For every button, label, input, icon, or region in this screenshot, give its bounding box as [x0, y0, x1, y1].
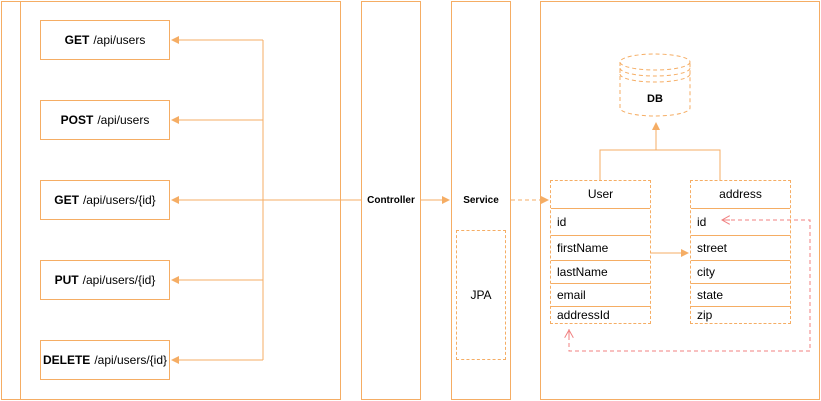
- endpoint-path: /api/users/{id}: [94, 353, 168, 367]
- user-entity-title: User: [587, 187, 614, 201]
- address-field-id: id: [691, 208, 790, 235]
- endpoint-delete-user-by-id: DELETE/api/users/{id}: [40, 340, 170, 380]
- endpoint-method: POST: [60, 113, 94, 127]
- service-label: Service: [452, 195, 510, 206]
- endpoint-method: GET: [54, 193, 79, 207]
- endpoint-path: /api/users/{id}: [82, 193, 156, 207]
- endpoint-path: /api/users/{id}: [82, 273, 156, 287]
- db-label: DB: [647, 93, 663, 105]
- user-field-lastname: lastName: [551, 260, 650, 283]
- db-cylinder-icon: [619, 53, 691, 117]
- endpoint-method: PUT: [54, 273, 79, 287]
- endpoint-post-users: POST/api/users: [40, 100, 170, 140]
- user-field-firstname: firstName: [551, 235, 650, 260]
- controller-panel: [361, 1, 421, 400]
- address-field-city: city: [691, 260, 790, 283]
- user-field-email: email: [551, 283, 650, 306]
- user-field-addressid: addressId: [551, 306, 650, 323]
- jpa-box: JPA: [456, 230, 506, 360]
- address-field-state: state: [691, 283, 790, 306]
- user-entity: User id firstName lastName email address…: [550, 180, 651, 324]
- address-entity: address id street city state zip: [690, 180, 791, 324]
- endpoint-path: /api/users: [93, 33, 146, 47]
- address-field-street: street: [691, 235, 790, 260]
- endpoint-get-user-by-id: GET/api/users/{id}: [40, 180, 170, 220]
- address-entity-title: address: [719, 187, 762, 201]
- endpoint-put-user-by-id: PUT/api/users/{id}: [40, 260, 170, 300]
- endpoint-method: GET: [64, 33, 90, 47]
- endpoint-method: DELETE: [42, 353, 91, 367]
- controller-label: Controller: [362, 195, 420, 206]
- jpa-label: JPA: [470, 288, 492, 302]
- user-field-id: id: [551, 208, 650, 235]
- endpoint-get-users: GET/api/users: [40, 20, 170, 60]
- service-panel: [451, 1, 511, 400]
- endpoint-path: /api/users: [97, 113, 150, 127]
- address-field-zip: zip: [691, 306, 790, 323]
